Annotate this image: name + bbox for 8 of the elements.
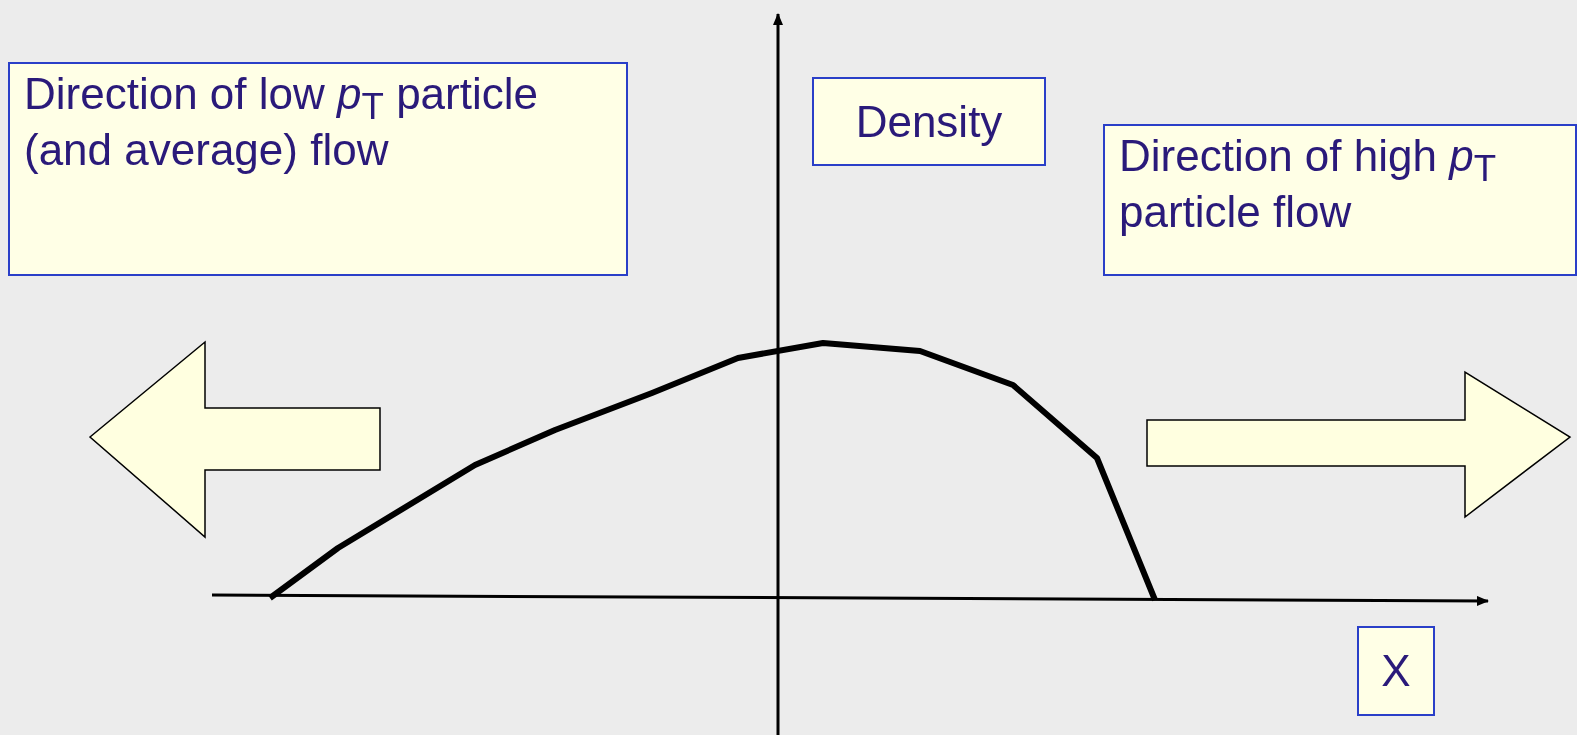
- text-box: [812, 77, 1046, 166]
- box-text: Direction of high p$_{T}$ particle flow: [1119, 132, 1498, 236]
- box-text: Direction of low p$_{T}$ particle (and average) flow: [24, 70, 539, 174]
- box-text: X: [1381, 647, 1411, 695]
- text-box: [1103, 124, 1577, 276]
- box-text: Density: [855, 97, 1003, 146]
- text-box: [8, 62, 628, 276]
- text-box: [1357, 626, 1435, 716]
